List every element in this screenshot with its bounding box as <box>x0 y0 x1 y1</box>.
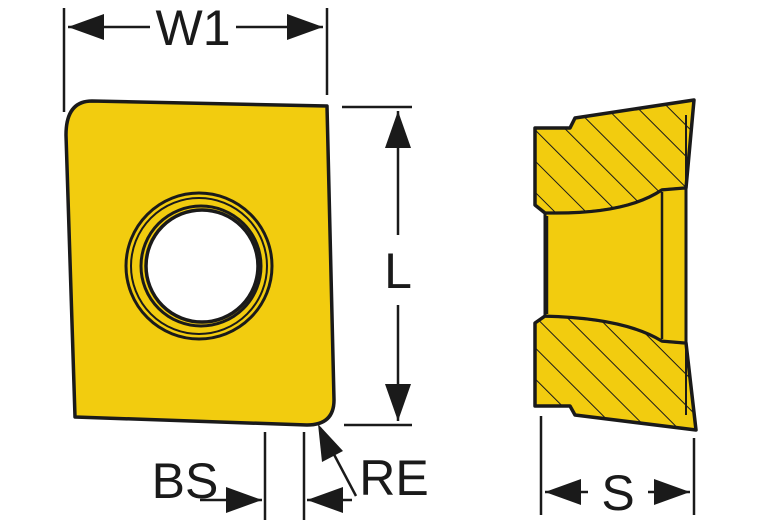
insert-section-view <box>533 98 698 432</box>
s-label: S <box>601 465 634 521</box>
re-arrow <box>318 424 343 462</box>
w1-arrow-right <box>287 14 323 40</box>
s-arrow-left <box>545 479 581 505</box>
hole-middle-ring <box>130 197 268 335</box>
l-label: L <box>384 243 412 299</box>
dimension-bs: BS <box>152 432 352 520</box>
hole-inner-ring <box>139 204 263 328</box>
hole-outer-ring <box>124 191 274 341</box>
l-arrow-top <box>385 111 411 148</box>
bs-label: BS <box>152 453 219 509</box>
re-label: RE <box>359 450 428 506</box>
insert-front-view <box>64 99 336 427</box>
dimension-l: L <box>342 105 412 427</box>
dimension-re: RE <box>318 424 429 506</box>
l-arrow-bottom <box>385 384 411 421</box>
w1-arrow-left <box>68 14 104 40</box>
s-arrow-right <box>654 479 690 505</box>
bs-arrow-right <box>307 487 343 513</box>
mounting-hole <box>144 208 260 324</box>
dimension-s: S <box>539 416 696 521</box>
bs-arrow-left <box>226 487 262 513</box>
dimension-w1: W1 <box>62 0 329 112</box>
w1-label: W1 <box>156 0 231 56</box>
